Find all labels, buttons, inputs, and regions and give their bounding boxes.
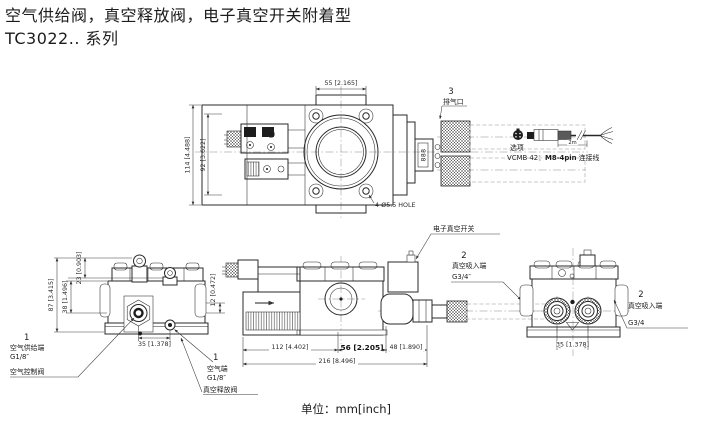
supply-num: 1 <box>24 333 29 343</box>
mounting-holes <box>308 108 374 199</box>
gauge-circle <box>324 282 358 316</box>
display-digits: 888 <box>420 149 428 162</box>
control-valve-name: 空气控制阀 <box>10 367 45 376</box>
model-bold: M8-4pin <box>545 154 577 162</box>
air-num: 1 <box>213 353 218 363</box>
vacuum-port-label-end: 2 真空吸入端 G3/4 <box>613 290 688 329</box>
top-view-drawing: 888 <box>185 80 588 218</box>
front-view-drawing: 112 [4.402] 56 [2.205] 48 [1.890] 216 [8… <box>222 224 562 367</box>
title-block: 空气供给阀，真空释放阀，电子真空开关附着型 TC3022.. 系列 <box>4 6 352 48</box>
supply-name: 空气供给端 <box>10 343 45 352</box>
port-num-mid: 2 <box>461 251 466 261</box>
air-port-label: 1 空气端 G1/8″ <box>174 329 228 382</box>
m8-connector-icon <box>513 128 523 140</box>
dim-216: 216 [8.496] <box>319 358 356 365</box>
dim-35-end: 35 [1.378] <box>556 342 589 349</box>
port-num-end: 2 <box>638 290 643 300</box>
dim-35-side: 35 [1.378] <box>138 341 171 348</box>
dim-12: 12 [0.472] <box>210 274 217 307</box>
hole-note: 4-Ø5.5 HOLE <box>375 201 415 209</box>
cable-length: 2m <box>568 140 576 146</box>
dim-112: 112 [4.402] <box>272 344 309 351</box>
series-title: TC3022.. 系列 <box>4 29 119 48</box>
model-suffix: 连接线 <box>577 153 600 162</box>
vacuum-pad-flange <box>303 114 379 190</box>
exhaust-num: 3 <box>448 87 453 97</box>
dim-87: 87 [3.415] <box>48 279 55 312</box>
exhaust-port-label: 3 排气口 <box>439 87 467 120</box>
cable-option-diagram: 2m 选项 VCMB 42：M8-4pin 连接线 <box>507 127 614 162</box>
front-view-dimensions: 112 [4.402] 56 [2.205] 48 [1.890] 216 [8… <box>242 325 428 367</box>
cable-drawing <box>527 127 614 144</box>
dim-55: 55 [2.165] <box>325 80 358 87</box>
vacuum-switch-assembly <box>380 250 558 325</box>
dim-92: 92 [3.622] <box>200 139 207 172</box>
port-name-mid: 真空吸入端 <box>452 261 487 270</box>
air-thread: G1/8″ <box>207 374 226 382</box>
air-port-circle <box>164 319 176 331</box>
release-valve-label: 真空释放阀 <box>180 337 258 395</box>
solenoid-valves-top <box>224 123 305 180</box>
unit-note: 单位：mm[inch] <box>301 402 391 416</box>
release-valve-fitting <box>162 267 178 286</box>
end-view-drawing: 35 [1.378] 2 真空吸入端 G3/4 <box>516 248 688 356</box>
vacuum-switch-label: 电子真空开关 <box>415 224 500 260</box>
control-valve-label: 空气控制阀 <box>10 317 135 378</box>
top-view-dimensions: 55 [2.165] 114 [4.488] 92 [3.622] 4-Ø5.5… <box>185 80 416 209</box>
supply-thread: G1/8″ <box>10 353 29 361</box>
vacuum-switch-display: 888 <box>414 138 441 172</box>
side-view-dimensions: 87 [3.415] 23 [0.903] 38 [1.496] 12 [0.4… <box>48 252 225 348</box>
dim-56: 56 [2.205] <box>341 343 384 352</box>
suction-ports <box>543 269 602 331</box>
exhaust-silencers <box>440 120 471 187</box>
solenoid-valve-front <box>222 259 301 336</box>
dim-48: 48 [1.890] <box>390 344 423 351</box>
cable-length-dim: 2m <box>557 139 588 147</box>
port-thread-end: G3/4 <box>628 319 644 327</box>
port-thread-mid: G3/4″ <box>452 273 471 281</box>
dim-114: 114 [4.488] <box>185 137 192 174</box>
page-title: 空气供给阀，真空释放阀，电子真空开关附着型 <box>5 6 352 25</box>
option-label: 选项 <box>510 143 524 152</box>
model-prefix: VCMB 42： <box>507 154 545 162</box>
air-name: 空气端 <box>207 364 228 373</box>
switch-label: 电子真空开关 <box>433 224 474 233</box>
supply-port-label: 1 空气供给端 G1/8″ <box>10 333 45 361</box>
port-name-end: 真空吸入端 <box>628 301 663 310</box>
dim-23: 23 [0.903] <box>76 252 83 285</box>
dim-38: 38 [1.496] <box>62 281 69 314</box>
side-view-drawing: 87 [3.415] 23 [0.903] 38 [1.496] 12 [0.4… <box>10 252 258 395</box>
side-view-caps <box>111 262 204 282</box>
end-view-dimensions: 35 [1.378] <box>556 326 589 350</box>
release-valve-name: 真空释放阀 <box>203 385 238 394</box>
exhaust-label: 排气口 <box>443 97 464 106</box>
cable-model-note: VCMB 42：M8-4pin 连接线 <box>507 153 600 162</box>
vacuum-port-label-mid: 2 真空吸入端 G3/4″ <box>451 251 522 301</box>
front-view-caps <box>296 261 385 282</box>
